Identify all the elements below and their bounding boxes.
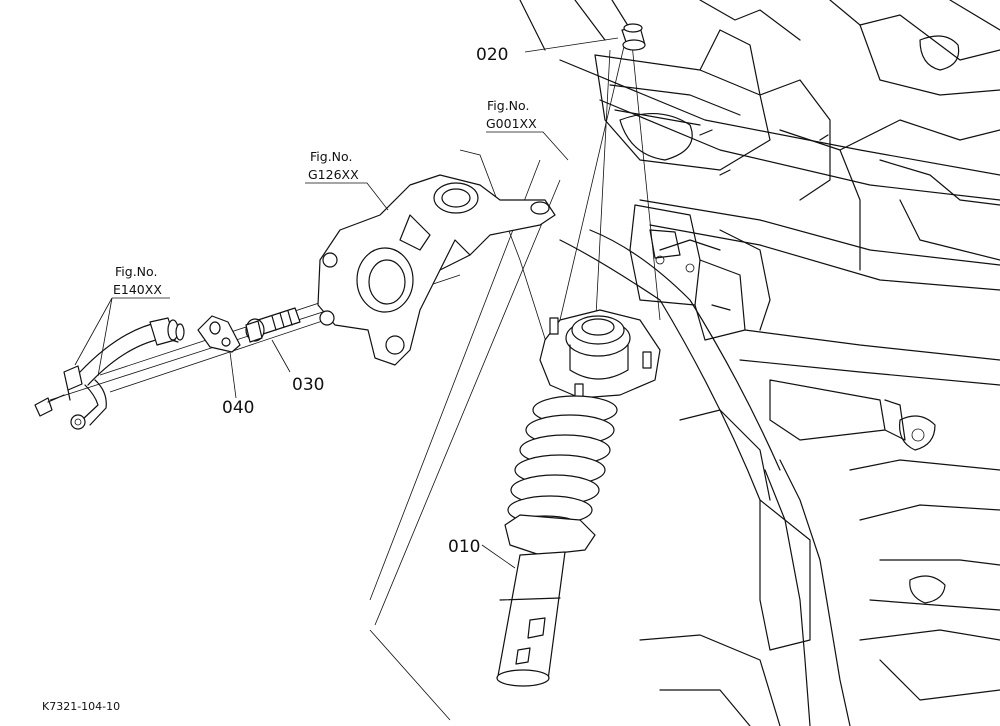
strut-assembly: [496, 309, 661, 687]
steering-knuckle: [317, 174, 556, 366]
label-030: 030: [292, 375, 324, 395]
leader-lines: [74, 37, 619, 569]
label-040: 040: [222, 398, 254, 418]
label-020: 020: [476, 45, 508, 65]
bolt: [245, 307, 301, 343]
fig-ref-e140-prefix: Fig.No.: [115, 264, 157, 279]
chassis-frame: [519, 0, 1000, 726]
fig-ref-g126-prefix: Fig.No.: [310, 149, 352, 164]
drawing-code: K7321-104-10: [42, 700, 120, 713]
fig-ref-g001-code: G001XX: [486, 116, 537, 131]
bracket-plate: [197, 315, 241, 353]
fig-ref-g001-prefix: Fig.No.: [487, 98, 529, 113]
brake-hose: [34, 317, 185, 430]
fig-ref-e140-code: E140XX: [113, 282, 162, 297]
nut: [621, 23, 646, 51]
figure-references: Fig.No. G001XX Fig.No. G126XX Fig.No. E1…: [113, 98, 537, 297]
part-labels: 020 010 030 040: [222, 45, 508, 557]
label-010: 010: [448, 537, 480, 557]
fig-ref-g126-code: G126XX: [308, 167, 359, 182]
